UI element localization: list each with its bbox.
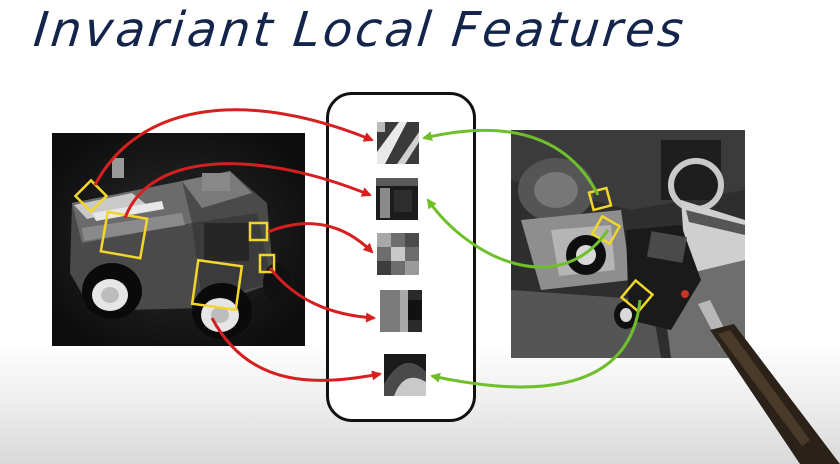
pen-stylus-icon — [698, 300, 840, 464]
slide-title: Invariant Local Features — [31, 2, 689, 58]
patch-1 — [377, 122, 419, 164]
toy-truck-photo — [52, 133, 305, 346]
patch-2 — [376, 178, 418, 220]
patch-5 — [384, 354, 426, 396]
patch-4 — [380, 290, 422, 332]
patch-3 — [377, 233, 419, 275]
